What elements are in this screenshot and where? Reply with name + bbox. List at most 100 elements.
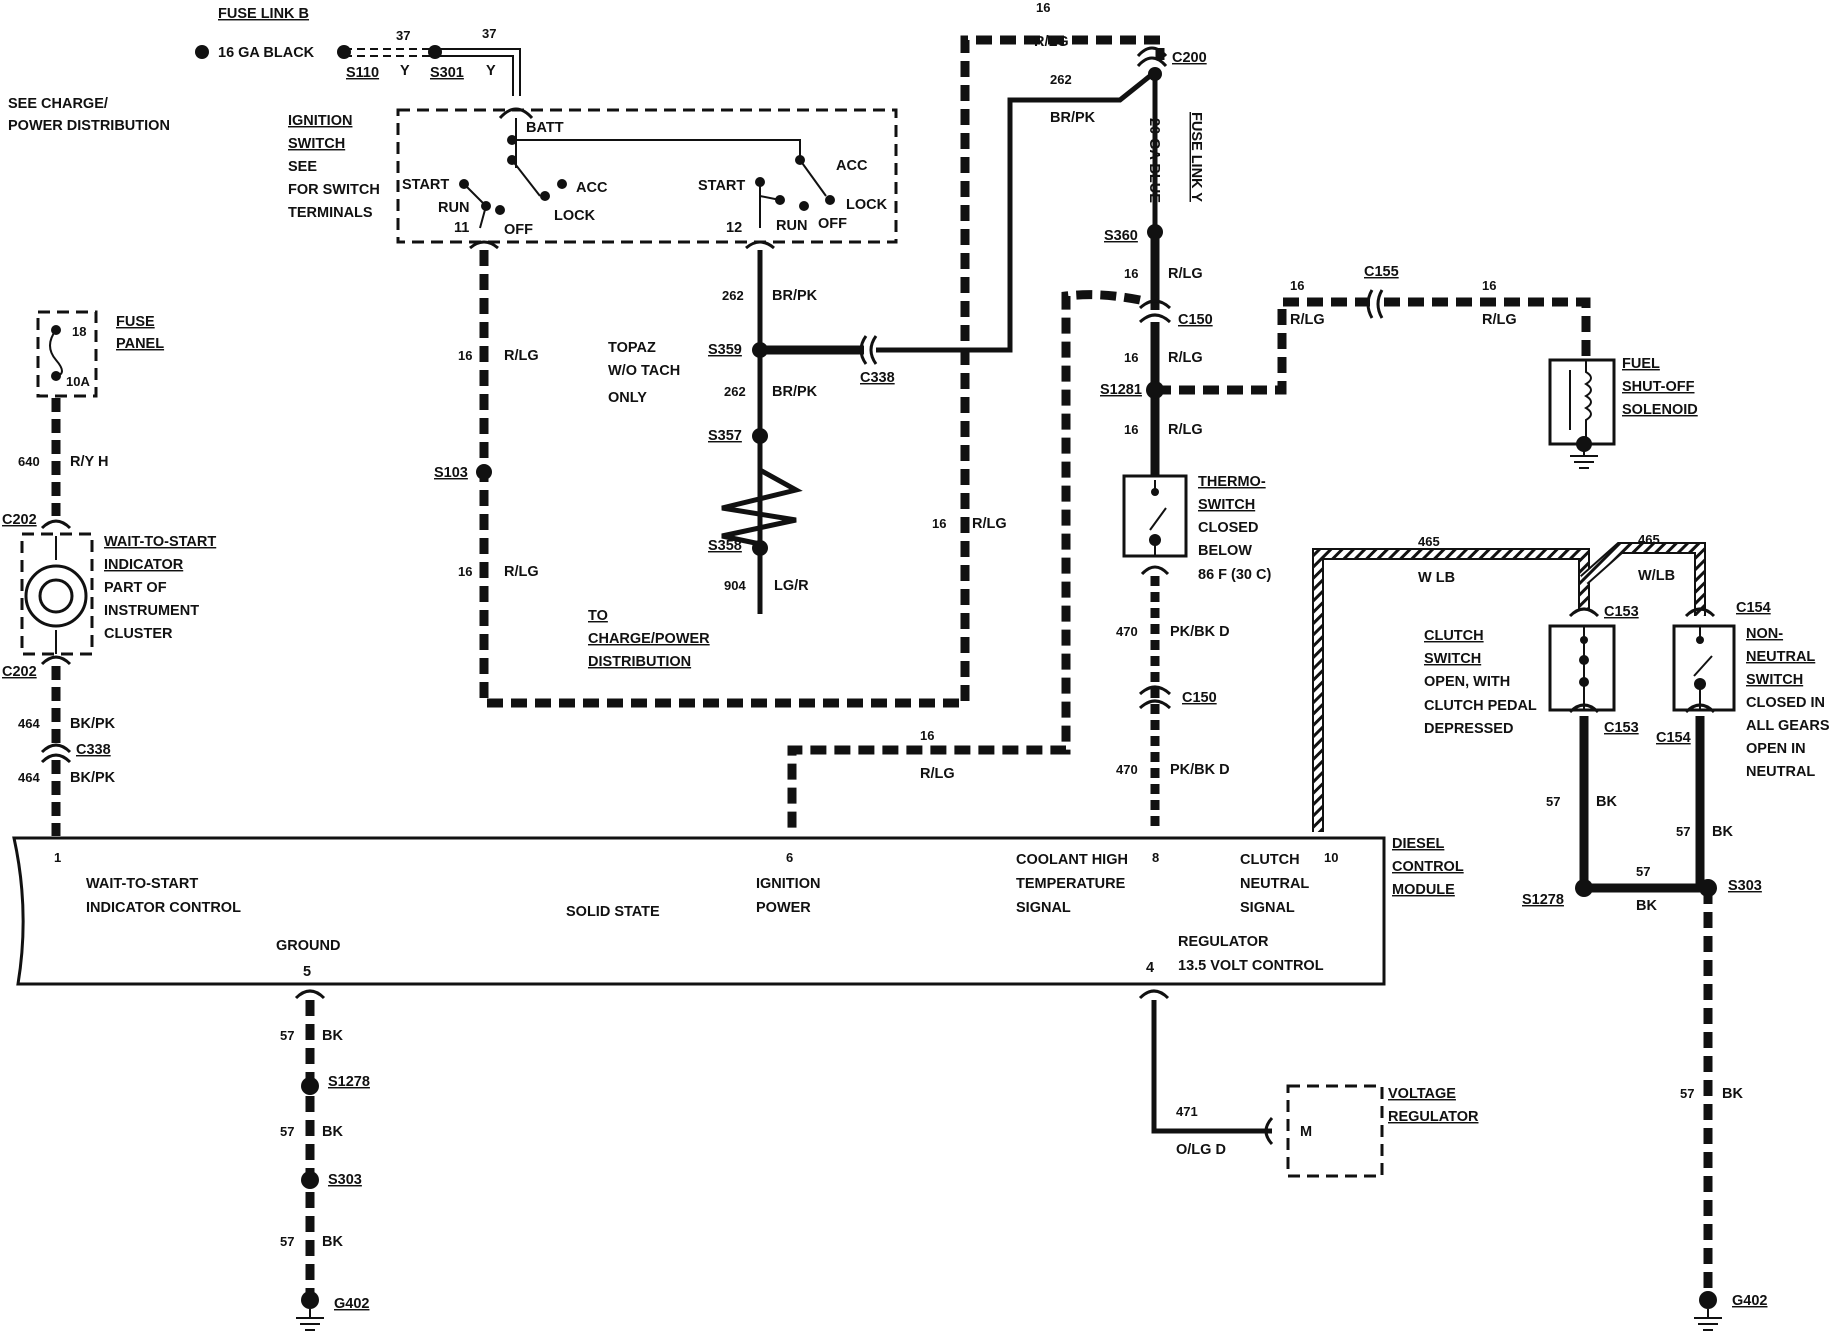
lock1-label: LOCK: [554, 208, 596, 224]
c154b-label: C154: [1656, 730, 1691, 746]
batt-connector: [498, 107, 534, 120]
regulator-1: REGULATOR: [1178, 934, 1269, 950]
c150a-connector: [1138, 299, 1172, 324]
c200-connector: [1136, 46, 1168, 68]
vreg-connector: [1264, 1116, 1274, 1146]
thermo-4: BELOW: [1198, 543, 1252, 559]
t12-label: 12: [726, 220, 742, 236]
batt-label: BATT: [526, 120, 564, 136]
s103-label: S103: [434, 465, 468, 481]
switch1-acc: [557, 179, 567, 189]
voltage-regulator-box: [1286, 1084, 1384, 1178]
wts-4: INSTRUMENT: [104, 603, 199, 619]
wlb-wire-outline: [1312, 548, 1590, 832]
bkpk-a: BK/PK: [70, 716, 116, 732]
c200-label: C200: [1172, 50, 1207, 66]
off2-label: OFF: [818, 216, 847, 232]
y1-label: Y: [400, 63, 410, 79]
ground-g402a: [1699, 1291, 1717, 1309]
olg-label: O/LG D: [1176, 1142, 1226, 1158]
wire-37-dashed: [344, 48, 435, 57]
s359-label: S359: [708, 342, 742, 358]
thermo-1: THERMO-: [1198, 474, 1266, 490]
switch1-lock: [540, 191, 550, 201]
fuse-link-b-label: FUSE LINK B: [218, 6, 309, 22]
solenoid-ground-icon: [1570, 444, 1598, 469]
c-term11: [469, 240, 499, 250]
wts-2: INDICATOR: [104, 557, 184, 573]
w16i: 16: [920, 728, 934, 743]
switch2-run-link: [759, 182, 781, 228]
w16h: 16: [1482, 278, 1496, 293]
module-title-3: MODULE: [1392, 882, 1455, 898]
rlg-i: R/LG: [920, 766, 955, 782]
ign-power-1: IGNITION: [756, 876, 820, 892]
vreg-1: VOLTAGE: [1388, 1086, 1456, 1102]
clutch-4: CLUTCH PEDAL: [1424, 698, 1537, 714]
rlg-e: R/LG: [1168, 350, 1203, 366]
w904: 904: [724, 578, 746, 593]
c154a-connector: [1684, 607, 1716, 618]
c202b-label: C202: [2, 664, 37, 680]
pin5-connector: [294, 989, 326, 1000]
lamp-icon: [24, 564, 88, 628]
splice-s1278b: [301, 1077, 319, 1095]
off1-label: OFF: [504, 222, 533, 238]
pkbk-b: PK/BK D: [1170, 762, 1230, 778]
w16e: 16: [1124, 350, 1138, 365]
switch1-blade: [511, 159, 541, 197]
c150a-label: C150: [1178, 312, 1213, 328]
acc2-label: ACC: [836, 158, 868, 174]
pin4: 4: [1146, 960, 1154, 976]
ground-label: GROUND: [276, 938, 340, 954]
rlg-h: R/LG: [1482, 312, 1517, 328]
c150b-connector: [1138, 685, 1172, 710]
switch1-off: [495, 205, 505, 215]
w640: 640: [18, 454, 40, 469]
wire-16-rlg-loop: [479, 35, 1165, 708]
ryh-label: R/Y H: [70, 454, 108, 470]
c154a-label: C154: [1736, 600, 1771, 616]
to-charge-3: DISTRIBUTION: [588, 654, 691, 670]
c338a-label: C338: [860, 370, 895, 386]
ignition-label-2: SWITCH: [288, 136, 345, 152]
w16d: 16: [1124, 266, 1138, 281]
w57e: 57: [280, 1028, 294, 1043]
wts-1: WAIT-TO-START: [104, 534, 216, 550]
ign-power-2: POWER: [756, 900, 811, 916]
lamp-inner: [38, 578, 74, 614]
c153a-label: C153: [1604, 604, 1639, 620]
m-label: M: [1300, 1124, 1312, 1140]
thermo-out-connector: [1140, 565, 1170, 576]
s303b-label: S303: [328, 1172, 362, 1188]
c154b-connector: [1684, 703, 1716, 714]
wire-16-rlg-ignition-power: [787, 290, 1141, 830]
fuel-1: FUEL: [1622, 356, 1660, 372]
y2-label: Y: [486, 63, 496, 79]
w262a: 262: [722, 288, 744, 303]
lgr-label: LG/R: [774, 578, 809, 594]
wire-471-olg: [1151, 1000, 1272, 1134]
ignition-label-4: FOR SWITCH: [288, 182, 380, 198]
coolant-3: SIGNAL: [1016, 900, 1071, 916]
see-charge-2: POWER DISTRIBUTION: [8, 118, 170, 134]
g402a-label: G402: [1732, 1293, 1767, 1309]
c150b-label: C150: [1182, 690, 1217, 706]
w57a: 57: [1546, 794, 1560, 809]
wts-ctrl-1: WAIT-TO-START: [86, 876, 198, 892]
clutch-2: SWITCH: [1424, 651, 1481, 667]
rlg-f: R/LG: [1168, 422, 1203, 438]
start2-label: START: [698, 178, 745, 194]
bk-g: BK: [322, 1234, 343, 1250]
bk-d: BK: [1722, 1086, 1743, 1102]
bk-b: BK: [1712, 824, 1733, 840]
wire-16-rlg-s1281: [1155, 297, 1370, 395]
w16f: 16: [1124, 422, 1138, 437]
g402b-label: G402: [334, 1296, 369, 1312]
rlg-b: R/LG: [504, 564, 539, 580]
see-charge-1: SEE CHARGE/: [8, 96, 108, 112]
thermo-2: SWITCH: [1198, 497, 1255, 513]
wlb-b: W/LB: [1638, 568, 1675, 584]
c153b-connector: [1568, 703, 1600, 714]
